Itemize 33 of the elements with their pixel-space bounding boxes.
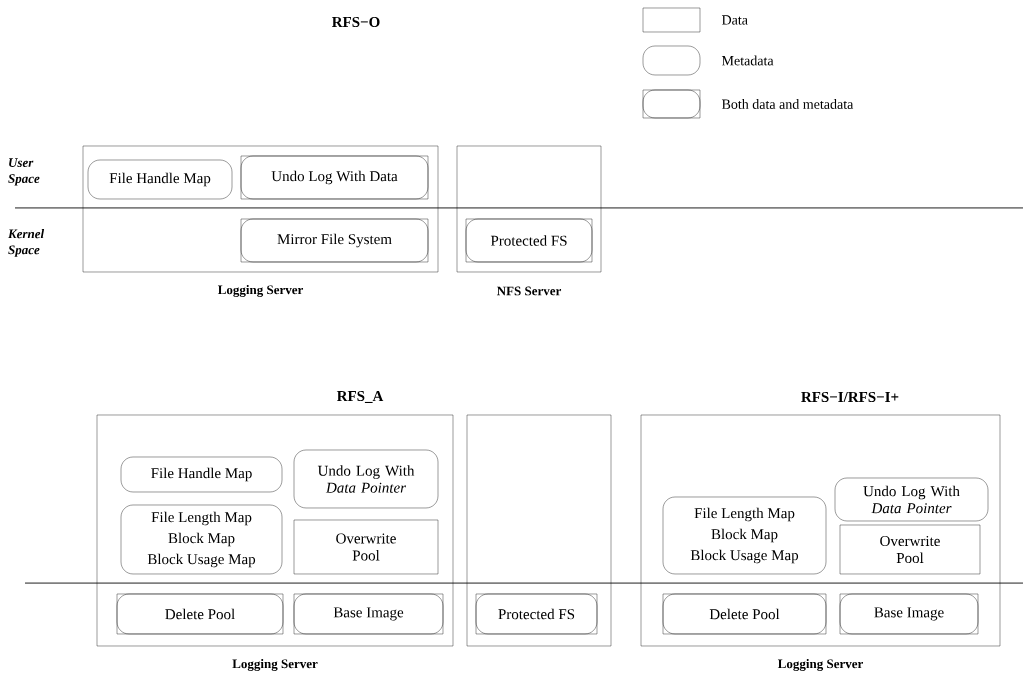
server-box [96, 414, 454, 647]
server-box [640, 414, 1001, 647]
server-caption: Logging Server [217, 285, 303, 297]
metadata-box: File Length Map Block Map Block Usage Map [662, 496, 827, 575]
panel-title: RFS−I/RFS−I+ [801, 391, 899, 402]
data-box: Overwrite Pool [839, 524, 981, 575]
space-label: User Space [8, 158, 40, 186]
server-box [82, 145, 439, 273]
server-caption: NFS Server [496, 286, 562, 296]
panel-title: RFS−O [332, 16, 380, 27]
server-caption: Logging Server [232, 659, 318, 671]
data-metadata-box: Protected FS [465, 218, 593, 263]
data-metadata-box: Delete Pool [116, 593, 284, 635]
metadata-box: File Length Map Block Map Block Usage Map [120, 504, 283, 575]
data-metadata-box: Delete Pool [662, 593, 827, 635]
legend-label: Metadata [721, 55, 774, 66]
panel-title: RFS_A [336, 391, 384, 403]
legend-label: Both data and metadata [721, 99, 854, 109]
data-metadata-box: Base Image [839, 593, 979, 635]
metadata-box: File Handle Map [87, 159, 233, 200]
data-metadata-box: Mirror File System [240, 218, 429, 263]
space-label: Kernel Space [7, 229, 45, 257]
server-box [466, 414, 612, 647]
data-metadata-box: Undo Log With Data [240, 155, 429, 200]
metadata-box: Undo Log With Data Pointer [293, 449, 439, 509]
data-metadata-box: Protected FS [475, 593, 598, 635]
server-caption: Logging Server [777, 659, 863, 671]
server-box [456, 145, 602, 273]
legend-label: Data [721, 15, 748, 25]
data-metadata-box: Base Image [293, 593, 444, 635]
data-box: Overwrite Pool [293, 519, 439, 575]
metadata-box: File Handle Map [120, 456, 283, 493]
metadata-box: Undo Log With Data Pointer [834, 477, 989, 522]
